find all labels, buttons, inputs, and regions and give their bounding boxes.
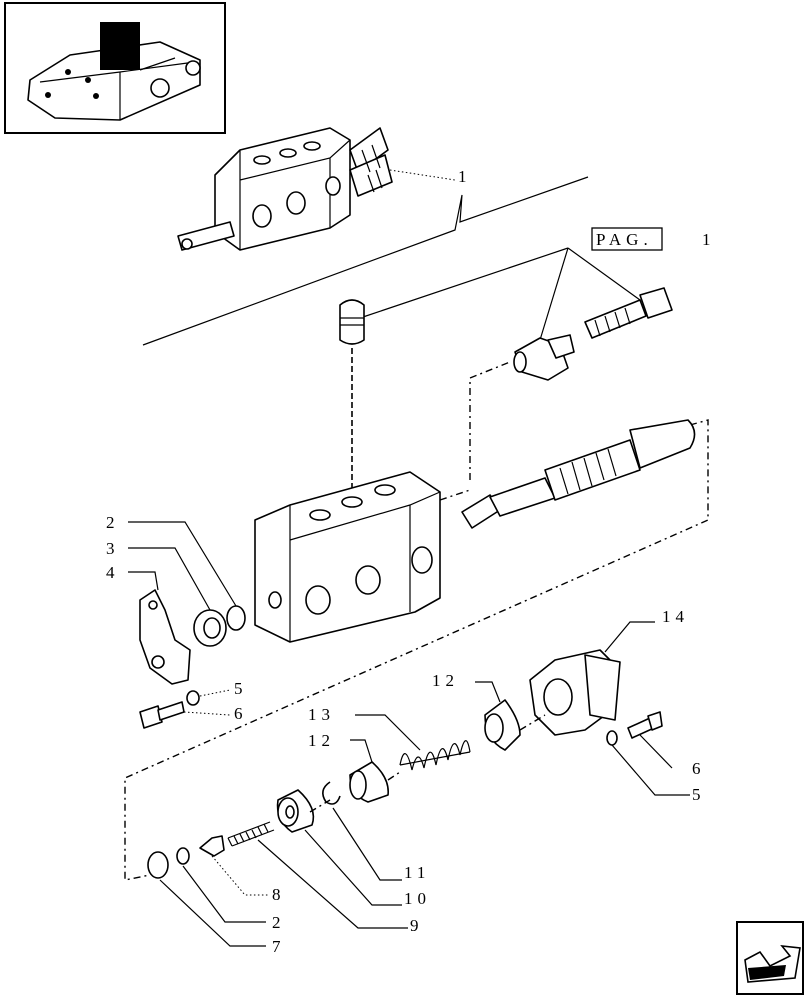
callout-11: 11 (404, 863, 430, 882)
plug-part (339, 299, 365, 345)
callout-5a: 5 (234, 679, 248, 698)
poppet-part (199, 835, 225, 857)
page-reference-leaders (359, 247, 641, 341)
valve-body-part (254, 471, 441, 643)
seal-part (193, 609, 227, 647)
callout-7: 7 (272, 937, 286, 956)
callout-1-leader (389, 169, 456, 181)
callout-14: 14 (662, 607, 689, 626)
spool-part (461, 419, 696, 529)
assembled-valve-part (177, 127, 393, 251)
callout-13: 13 (308, 705, 335, 724)
callout-4: 4 (106, 563, 120, 582)
leader-6a (183, 711, 231, 716)
sleeve-part (349, 761, 389, 803)
washer-part (606, 730, 618, 746)
section-break-line (142, 176, 589, 346)
leader-6b (639, 734, 673, 769)
callout-10: 10 (404, 889, 431, 908)
small-spring-part (227, 821, 275, 847)
o-ring-part (176, 847, 190, 865)
lower-axis (309, 771, 401, 813)
leader-5a (199, 689, 231, 697)
leader-13 (355, 714, 421, 751)
thumbnail-icon (4, 2, 226, 134)
callout-3: 3 (106, 539, 120, 558)
leader-3 (128, 547, 211, 611)
leader-14 (604, 621, 655, 653)
leader-12b (350, 739, 373, 763)
leader-2b (182, 865, 266, 923)
screw-part (627, 711, 663, 739)
end-cap-part (484, 699, 521, 751)
screw-part (139, 701, 185, 729)
page-reference-number: 1 (702, 230, 716, 249)
callout-2a: 2 (106, 513, 120, 532)
leader-9 (257, 839, 408, 929)
routing-line-main (439, 489, 471, 501)
next-page-arrow-icon[interactable] (736, 921, 804, 995)
leader-11 (332, 807, 402, 881)
lever-bracket-part (139, 589, 191, 685)
callout-12b: 12 (308, 731, 335, 750)
spring-part (399, 740, 471, 771)
o-ring-part (226, 605, 246, 631)
callout-6b: 6 (692, 759, 706, 778)
callout-8: 8 (272, 885, 286, 904)
leader-12a (475, 681, 501, 703)
leader-10 (304, 829, 402, 906)
leader-2a (128, 521, 237, 607)
washer-part (186, 690, 200, 706)
circlip-part (322, 781, 341, 805)
leader-8 (211, 855, 268, 896)
callout-5b: 5 (692, 785, 706, 804)
callout-6a: 6 (234, 704, 248, 723)
page-reference: PAG. 1 (591, 227, 716, 251)
routing-line-long (124, 419, 709, 881)
fitting-part (513, 334, 575, 381)
callout-1: 1 (458, 167, 472, 186)
adjusting-screw-part (584, 287, 673, 339)
routing-line-upper (469, 361, 511, 480)
callout-2b: 2 (272, 913, 286, 932)
leader-4 (128, 571, 159, 591)
cap-axis (519, 714, 546, 731)
callout-12a: 12 (432, 671, 459, 690)
page-reference-label: PAG. (596, 230, 653, 249)
piston-part (276, 789, 315, 833)
callout-9: 9 (410, 916, 424, 935)
leader-5b (611, 744, 690, 796)
leader-7 (159, 879, 266, 947)
backup-ring-part (147, 851, 169, 879)
flange-cover-part (529, 649, 621, 736)
